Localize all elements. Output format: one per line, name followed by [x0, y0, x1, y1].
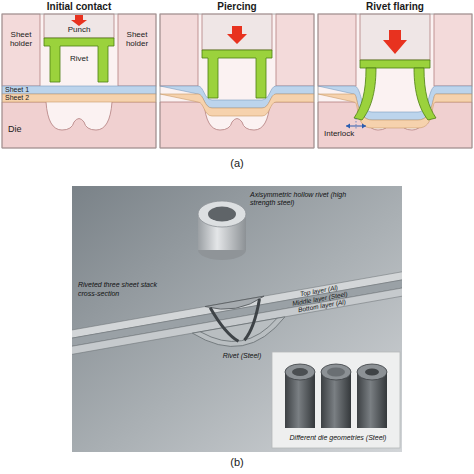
stage-title: Piercing — [160, 0, 314, 13]
force-arrow — [227, 26, 247, 44]
photo-panel — [72, 186, 402, 452]
layer-line — [200, 318, 280, 347]
force-arrow — [71, 15, 87, 26]
photo-annotation: Different die geometries (Steel) — [276, 434, 400, 442]
photo-annotation: Riveted three sheet stack cross-section — [78, 280, 170, 298]
die-photo — [321, 364, 351, 380]
photo-annotation: Axisymmetric hollow rivet (high strength… — [250, 191, 350, 207]
rivet — [360, 60, 430, 68]
punch — [44, 14, 114, 38]
punch — [202, 14, 272, 50]
punch — [360, 14, 430, 60]
stage-illustration — [160, 14, 314, 148]
panel-background — [2, 14, 156, 148]
sheet-holder — [276, 14, 314, 86]
rivet — [44, 38, 114, 82]
rivet-leg — [414, 68, 436, 120]
stage-title: Initial contact — [2, 0, 156, 13]
sheet-holder — [160, 14, 198, 86]
force-arrow — [383, 30, 407, 54]
photo-annotation: Rivet (Steel) — [207, 352, 277, 360]
sheet-holder — [434, 14, 472, 86]
die-photo — [357, 364, 387, 380]
sheet-one — [318, 86, 472, 120]
die-photo — [327, 368, 345, 377]
part-label: Interlock — [324, 129, 374, 138]
rivet — [202, 50, 272, 98]
part-label: Sheet holder — [3, 30, 39, 48]
stage-illustration — [318, 14, 472, 148]
rivet-photo — [198, 201, 246, 260]
die-photo — [285, 364, 315, 380]
part-label: Sheet 2 — [5, 94, 45, 102]
panel-letter: (a) — [207, 157, 267, 170]
rivet-leg — [354, 68, 376, 120]
part-label: Sheet holder — [119, 30, 155, 48]
rivet-top — [198, 201, 246, 227]
panel-frame — [318, 14, 472, 148]
sheet-two — [160, 94, 314, 116]
part-label: Rivet — [60, 54, 98, 63]
part-label: Punch — [44, 25, 114, 34]
rivet-hole — [208, 207, 236, 222]
rivet-section — [210, 299, 266, 345]
interlock-marker — [356, 118, 357, 130]
panel-background — [160, 14, 314, 148]
die-inset — [272, 352, 400, 448]
die-block — [2, 102, 156, 148]
panel-frame — [2, 14, 156, 148]
sheet-two — [318, 94, 472, 128]
bottom-layer — [72, 283, 402, 357]
part-label: Sheet 1 — [5, 86, 45, 94]
sheet-holder — [318, 14, 356, 86]
rivet-button — [192, 317, 288, 354]
panel-background — [318, 14, 472, 148]
interlock-marker — [346, 124, 350, 129]
stage-panel: Rivet flaring — [318, 0, 472, 148]
sheet-two — [2, 94, 156, 102]
inset-background — [272, 352, 400, 448]
sheet-holder — [118, 14, 156, 86]
stage-title: Rivet flaring — [318, 0, 472, 13]
die-photo — [365, 369, 379, 376]
die-photo — [292, 368, 308, 376]
part-label: Die — [8, 124, 38, 134]
stage-illustration — [2, 14, 156, 148]
panel-letter: (b) — [207, 456, 267, 469]
stage-panel: Initial contact — [2, 0, 156, 148]
sheet-one — [2, 86, 156, 94]
panel-frame — [160, 14, 314, 148]
sheet-holder — [2, 14, 40, 86]
interlock-marker — [362, 124, 366, 129]
stage-panel: Piercing — [160, 0, 314, 148]
